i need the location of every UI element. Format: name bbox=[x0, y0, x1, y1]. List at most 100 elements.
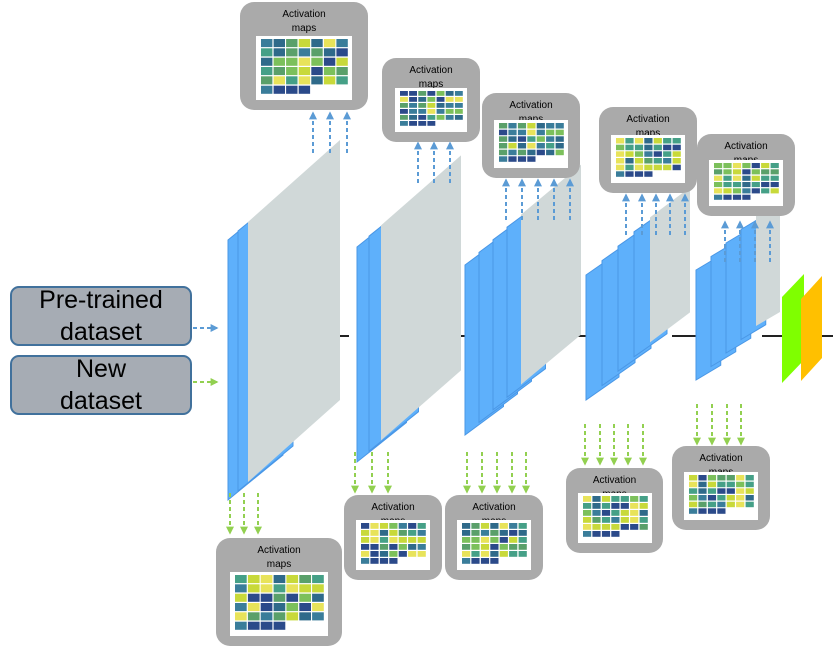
activation-thumbnail bbox=[418, 97, 427, 102]
activation-thumbnail bbox=[583, 517, 592, 523]
activation-map-grid bbox=[256, 36, 352, 100]
activation-thumbnail bbox=[732, 188, 742, 194]
activation-thumbnail bbox=[761, 188, 770, 194]
activation-thumbnail bbox=[361, 558, 370, 564]
activation-thumbnail bbox=[630, 517, 639, 523]
activation-thumbnail bbox=[583, 503, 592, 509]
activation-thumbnail bbox=[260, 621, 273, 630]
activation-thumbnail bbox=[499, 149, 508, 156]
activation-thumbnail bbox=[517, 129, 527, 136]
activation-thumbnail bbox=[527, 129, 536, 136]
activation-thumbnail bbox=[592, 517, 601, 523]
activation-thumbnail bbox=[745, 501, 754, 508]
new-dataset-label: New dataset bbox=[59, 355, 142, 415]
activation-thumbnail bbox=[499, 123, 508, 129]
activation-thumbnail bbox=[445, 97, 454, 102]
activation-thumbnail bbox=[644, 158, 653, 164]
activation-thumbnail bbox=[625, 138, 634, 144]
activation-card-top-4: Activation maps bbox=[599, 107, 697, 193]
conv-block-5-feature-map bbox=[756, 202, 780, 326]
activation-thumbnail bbox=[298, 67, 311, 76]
activation-thumbnail bbox=[527, 123, 536, 129]
activation-thumbnail bbox=[717, 501, 726, 508]
activation-thumbnail bbox=[663, 138, 672, 144]
activation-thumbnail bbox=[630, 503, 639, 509]
activation-thumbnail bbox=[499, 136, 508, 142]
activation-thumbnail bbox=[311, 39, 323, 48]
activation-thumbnail bbox=[620, 510, 629, 516]
activation-thumbnail bbox=[583, 531, 592, 537]
activation-map-thumbnails bbox=[689, 475, 754, 514]
activation-map-grid bbox=[230, 572, 328, 636]
activation-thumbnail bbox=[286, 67, 298, 76]
activation-thumbnail bbox=[639, 496, 648, 502]
activation-map-grid bbox=[356, 520, 430, 570]
activation-thumbnail bbox=[644, 144, 653, 151]
activation-thumbnail bbox=[714, 169, 723, 175]
activation-thumbnail bbox=[736, 475, 745, 481]
activation-thumbnail bbox=[634, 171, 644, 177]
activation-thumbnail bbox=[312, 603, 324, 612]
activation-thumbnail bbox=[742, 175, 751, 181]
activation-thumbnail bbox=[742, 163, 751, 169]
activation-thumbnail bbox=[625, 164, 634, 171]
activation-thumbnail bbox=[653, 158, 662, 164]
activation-thumbnail bbox=[323, 39, 336, 48]
activation-thumbnail bbox=[536, 129, 545, 136]
activation-thumbnail bbox=[509, 530, 518, 536]
activation-thumbnail bbox=[247, 584, 260, 593]
activation-thumbnail bbox=[273, 621, 286, 630]
activation-thumbnail bbox=[445, 115, 454, 120]
activation-thumbnail bbox=[286, 85, 298, 94]
activation-thumbnail bbox=[625, 158, 634, 164]
activation-thumbnail bbox=[601, 510, 611, 516]
activation-thumbnail bbox=[235, 603, 247, 612]
activation-thumbnail bbox=[361, 530, 370, 536]
activation-thumbnail bbox=[361, 551, 370, 557]
activation-thumbnail bbox=[736, 501, 745, 508]
activation-thumbnail bbox=[299, 593, 311, 602]
activation-thumbnail bbox=[770, 169, 779, 175]
activation-thumbnail bbox=[471, 537, 480, 543]
activation-thumbnail bbox=[616, 151, 625, 157]
activation-thumbnail bbox=[499, 143, 508, 149]
activation-thumbnail bbox=[736, 488, 745, 494]
activation-thumbnail bbox=[707, 481, 717, 488]
activation-thumbnail bbox=[509, 551, 518, 557]
activation-thumbnail bbox=[480, 530, 490, 536]
activation-card-title: Activation maps bbox=[257, 545, 301, 570]
activation-thumbnail bbox=[311, 57, 323, 66]
activation-thumbnail bbox=[630, 524, 639, 530]
activation-thumbnail bbox=[634, 158, 644, 164]
activation-thumbnail bbox=[370, 544, 379, 550]
activation-thumbnail bbox=[611, 503, 620, 509]
activation-thumbnail bbox=[634, 151, 644, 157]
activation-thumbnail bbox=[714, 182, 723, 188]
activation-card-bottom-3: Activation maps bbox=[445, 495, 543, 580]
activation-thumbnail bbox=[235, 584, 247, 593]
activation-thumbnail bbox=[527, 136, 536, 142]
activation-thumbnail bbox=[761, 182, 770, 188]
activation-thumbnail bbox=[592, 496, 601, 502]
activation-map-thumbnails bbox=[714, 163, 779, 200]
activation-thumbnail bbox=[518, 530, 527, 536]
activation-thumbnail bbox=[370, 530, 379, 536]
activation-thumbnail bbox=[742, 169, 751, 175]
activation-thumbnail bbox=[616, 171, 625, 177]
activation-thumbnail bbox=[689, 481, 698, 488]
activation-thumbnail bbox=[247, 593, 260, 602]
activation-thumbnail bbox=[536, 143, 545, 149]
activation-thumbnail bbox=[299, 612, 311, 621]
activation-thumbnail bbox=[698, 501, 707, 508]
activation-thumbnail bbox=[714, 194, 723, 200]
activation-thumbnail bbox=[770, 175, 779, 181]
activation-thumbnail bbox=[672, 151, 681, 157]
activation-card-top-3: Activation maps bbox=[482, 93, 580, 178]
activation-thumbnail bbox=[761, 169, 770, 175]
activation-thumbnail bbox=[732, 194, 742, 200]
activation-thumbnail bbox=[273, 76, 285, 85]
activation-thumbnail bbox=[480, 551, 490, 557]
activation-thumbnail bbox=[732, 163, 742, 169]
activation-thumbnail bbox=[336, 67, 348, 76]
activation-thumbnail bbox=[323, 67, 336, 76]
